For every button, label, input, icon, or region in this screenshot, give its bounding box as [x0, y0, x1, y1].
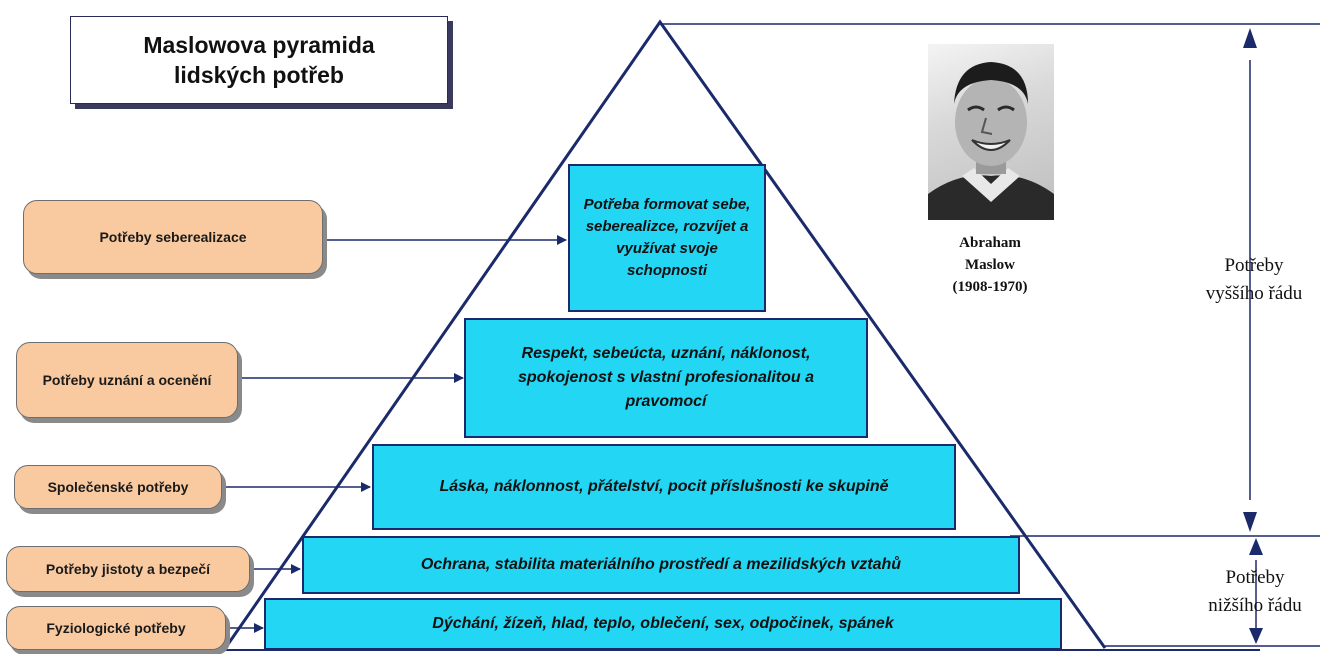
- label-safety: Potřeby jistoty a bezpečí: [6, 546, 250, 592]
- level-physiological: Dýchání, žízeň, hlad, teplo, oblečení, s…: [264, 598, 1062, 650]
- diagram-title: Maslowova pyramida lidských potřeb: [70, 16, 448, 104]
- level-self-actualization: Potřeba formovat sebe, seberealizce, roz…: [568, 164, 766, 312]
- label-social: Společenské potřeby: [14, 465, 222, 509]
- label-esteem: Potřeby uznání a ocenění: [16, 342, 238, 418]
- level-safety: Ochrana, stabilita materiálního prostřed…: [302, 536, 1020, 594]
- level-esteem: Respekt, sebeúcta, uznání, náklonost, sp…: [464, 318, 868, 438]
- label-physiological: Fyziologické potřeby: [6, 606, 226, 650]
- portrait-caption: Abraham Maslow (1908-1970): [952, 235, 1028, 295]
- maslow-portrait: [928, 44, 1054, 220]
- level-social: Láska, náklonnost, přátelství, pocit pří…: [372, 444, 956, 530]
- pyramid-outline: [222, 19, 1107, 651]
- lower-needs-label: Potřeby nižšího řádu: [1208, 567, 1302, 616]
- higher-needs-label: Potřeby vyššího řádu: [1205, 255, 1303, 304]
- label-self-actualization: Potřeby seberealizace: [23, 200, 323, 274]
